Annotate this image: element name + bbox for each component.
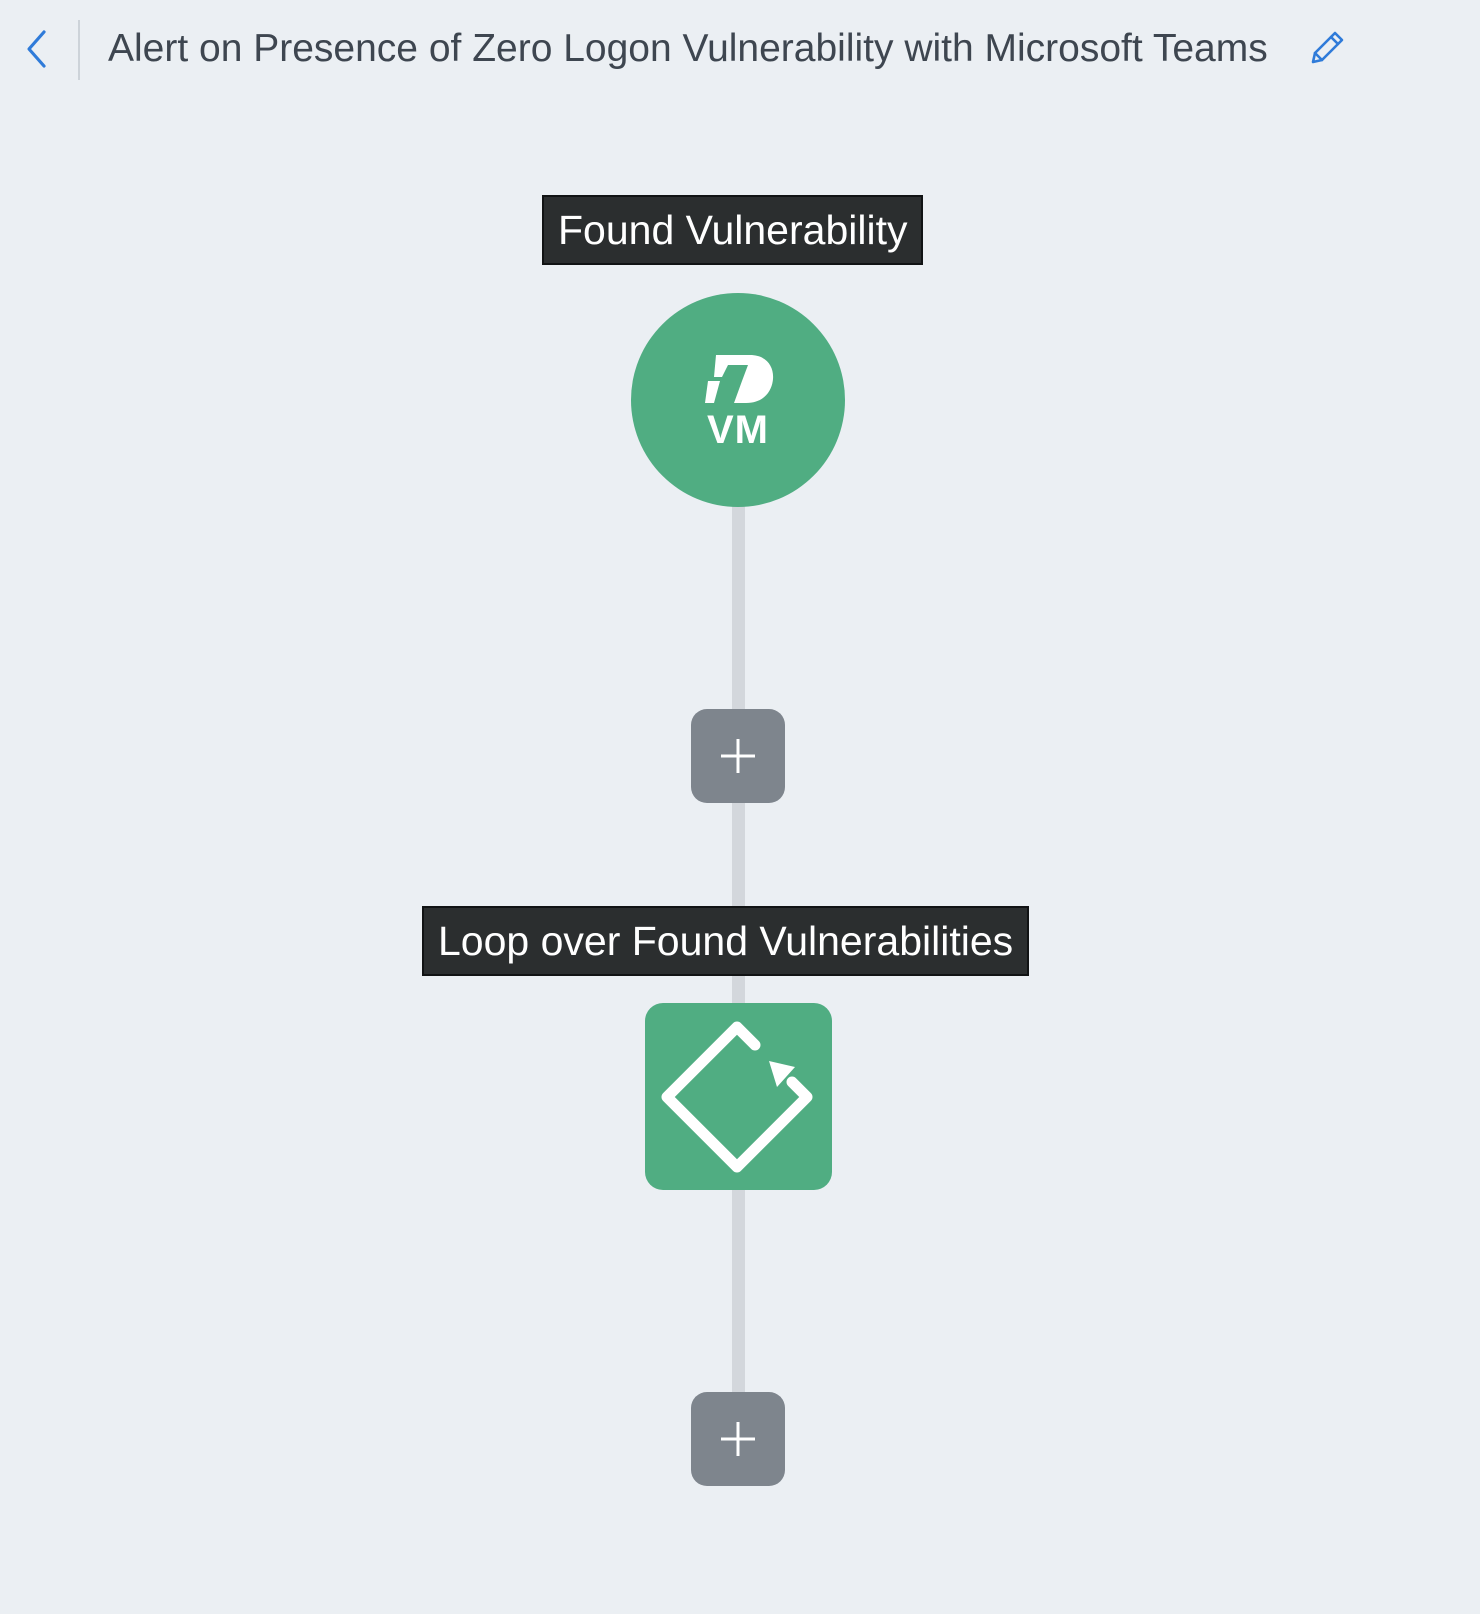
header-divider bbox=[78, 20, 80, 80]
step-label-trigger: Found Vulnerability bbox=[542, 195, 924, 265]
connector-line bbox=[732, 1188, 745, 1402]
loop-diamond-icon bbox=[661, 1021, 813, 1173]
workflow-title: Alert on Presence of Zero Logon Vulnerab… bbox=[108, 27, 1268, 70]
plus-icon bbox=[721, 739, 755, 773]
add-step-button[interactable] bbox=[691, 1392, 785, 1486]
step-label-loop: Loop over Found Vulnerabilities bbox=[422, 906, 1030, 976]
workflow-header: Alert on Presence of Zero Logon Vulnerab… bbox=[0, 0, 1480, 100]
back-button[interactable] bbox=[20, 26, 56, 72]
rapid7-logo-icon bbox=[705, 355, 774, 403]
trigger-node[interactable]: VM bbox=[631, 293, 845, 507]
pencil-icon bbox=[1311, 31, 1344, 64]
chevron-left-icon bbox=[27, 30, 46, 68]
connector-line bbox=[732, 505, 745, 717]
loop-node[interactable] bbox=[645, 1003, 832, 1190]
add-step-button[interactable] bbox=[691, 709, 785, 803]
plus-icon bbox=[721, 1422, 755, 1456]
trigger-node-text: VM bbox=[707, 408, 769, 452]
edit-title-button[interactable] bbox=[1307, 28, 1347, 68]
